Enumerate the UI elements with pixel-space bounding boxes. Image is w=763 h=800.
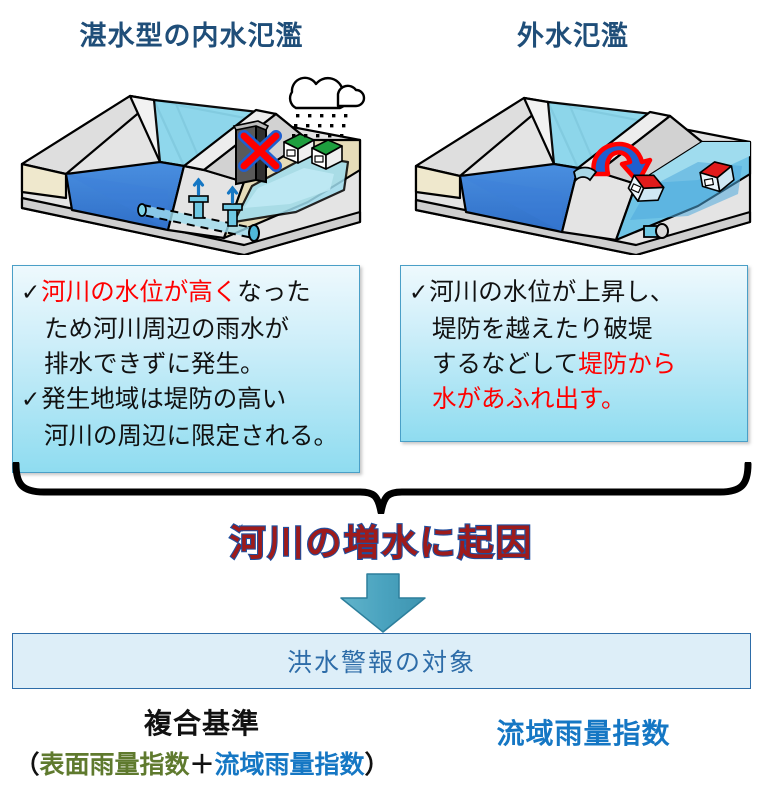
formula-plus-sign: ＋ (189, 751, 215, 779)
center-headline: 河川の増水に起因 (228, 521, 534, 564)
surface-rainfall-index-label: 表面雨量指数 (39, 751, 190, 779)
desc-right-line3-black: するなどして (432, 349, 579, 378)
river-overflow-description-box: ✓河川の水位が上昇し、 堤防を越えたり破堤 するなどして堤防から 水があふれ出す… (400, 265, 748, 442)
pipe-inlet-1 (188, 177, 209, 219)
desc-right-bullet1-line2: 堤防を越えたり破堤 (432, 314, 653, 343)
inland-flooding-description-box: ✓河川の水位が高くなった ため河川周辺の雨水が 排水できずに発生。 ✓発生地域は… (12, 265, 360, 473)
red-roof-house-2 (699, 161, 735, 193)
desc-left-bullet1-line3: 排水できずに発生。 (44, 349, 265, 378)
red-roof-house-1 (627, 174, 665, 202)
right-column-title: 外水氾濫 (517, 21, 629, 51)
outfall-pipe (643, 223, 669, 239)
composite-criteria-title: 複合基準 (143, 708, 260, 739)
checkmark-icon: ✓ (409, 280, 429, 306)
rain-cloud (288, 76, 366, 110)
formula-open-paren: （ (14, 751, 40, 779)
green-roof-house-2 (311, 139, 343, 170)
down-arrow-icon (331, 572, 435, 634)
overtopping-arrow (573, 141, 653, 185)
left-column-title: 湛水型の内水氾濫 (79, 21, 304, 51)
checkmark-icon: ✓ (21, 387, 41, 413)
green-roof-house-1 (283, 133, 315, 164)
desc-left-red-text: 河川の水位が高く (41, 277, 238, 306)
red-x-mark (238, 130, 282, 172)
river-overflow-illustration (398, 70, 758, 257)
basin-rainfall-index-title: 流域雨量指数 (496, 718, 671, 749)
inland-flooding-illustration (8, 70, 368, 257)
desc-left-bullet2-line1: ✓発生地域は堤防の高い (21, 381, 349, 418)
drainage-pipe (137, 203, 260, 242)
desc-right-line3-red: 堤防から (578, 349, 677, 378)
desc-left-bullet2-line2: 河川の周辺に限定される。 (44, 421, 338, 450)
grouping-brace (0, 460, 763, 516)
composite-criteria-formula: （表面雨量指数＋流域雨量指数） (0, 745, 404, 781)
rain-drops (292, 114, 348, 138)
desc-right-bullet1-line1: ✓河川の水位が上昇し、 (409, 274, 737, 311)
desc-left-bullet1-line2: ため河川周辺の雨水が (44, 314, 289, 343)
flood-warning-target-box: 洪水警報の対象 (12, 633, 751, 689)
desc-right-bullet1-line3: するなどして堤防から (409, 346, 737, 381)
pipe-inlet-2 (222, 185, 243, 227)
desc-left-black-text: なった (237, 277, 311, 306)
desc-left-bullet1-line1: ✓河川の水位が高くなった (21, 274, 349, 311)
basin-rainfall-index-label: 流域雨量指数 (214, 751, 365, 779)
checkmark-icon: ✓ (21, 280, 41, 306)
desc-left-bullet2-text: 発生地域は堤防の高い (41, 384, 287, 413)
flood-warning-target-label: 洪水警報の対象 (286, 649, 476, 677)
desc-right-line1-text: 河川の水位が上昇し、 (429, 277, 675, 306)
formula-close-paren: ） (364, 751, 390, 779)
desc-right-bullet1-line4: 水があふれ出す。 (432, 384, 626, 413)
